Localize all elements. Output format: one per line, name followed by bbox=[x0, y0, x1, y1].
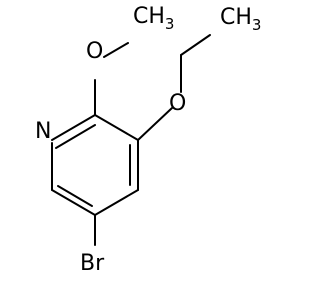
bond-c5-c6-inner bbox=[57, 185, 93, 207]
bond-c3-o-ethoxy bbox=[137, 107, 173, 141]
bond-c2-c3 bbox=[94, 114, 139, 141]
ethoxy-methyl-text: CH bbox=[220, 5, 252, 30]
bond-ch2-ch3-ethoxy bbox=[180, 34, 211, 56]
bond-c4-c5 bbox=[94, 189, 139, 216]
ethoxy-methyl-label: CH3 bbox=[220, 5, 261, 34]
atom-labels: CH3 O CH3 O N Br bbox=[35, 4, 261, 276]
bond-c5-c6 bbox=[51, 189, 96, 216]
ethoxy-methyl-subscript: 3 bbox=[252, 16, 262, 34]
bromine-label: Br bbox=[80, 251, 105, 276]
methoxy-methyl-subscript: 3 bbox=[165, 15, 175, 33]
bond-n-c2-inner bbox=[55, 124, 96, 149]
methoxy-methyl-text: CH bbox=[133, 4, 165, 29]
ethoxy-oxygen-label: O bbox=[169, 91, 186, 116]
bonds bbox=[51, 34, 211, 246]
bond-n-c2 bbox=[51, 114, 96, 141]
methoxy-oxygen-label: O bbox=[86, 39, 103, 64]
bond-o-ch3-methoxy bbox=[103, 42, 129, 58]
methoxy-methyl-label: CH3 bbox=[133, 4, 174, 33]
chemical-structure-diagram: CH3 O CH3 O N Br bbox=[35, 4, 261, 276]
ring-nitrogen-label: N bbox=[35, 119, 51, 144]
